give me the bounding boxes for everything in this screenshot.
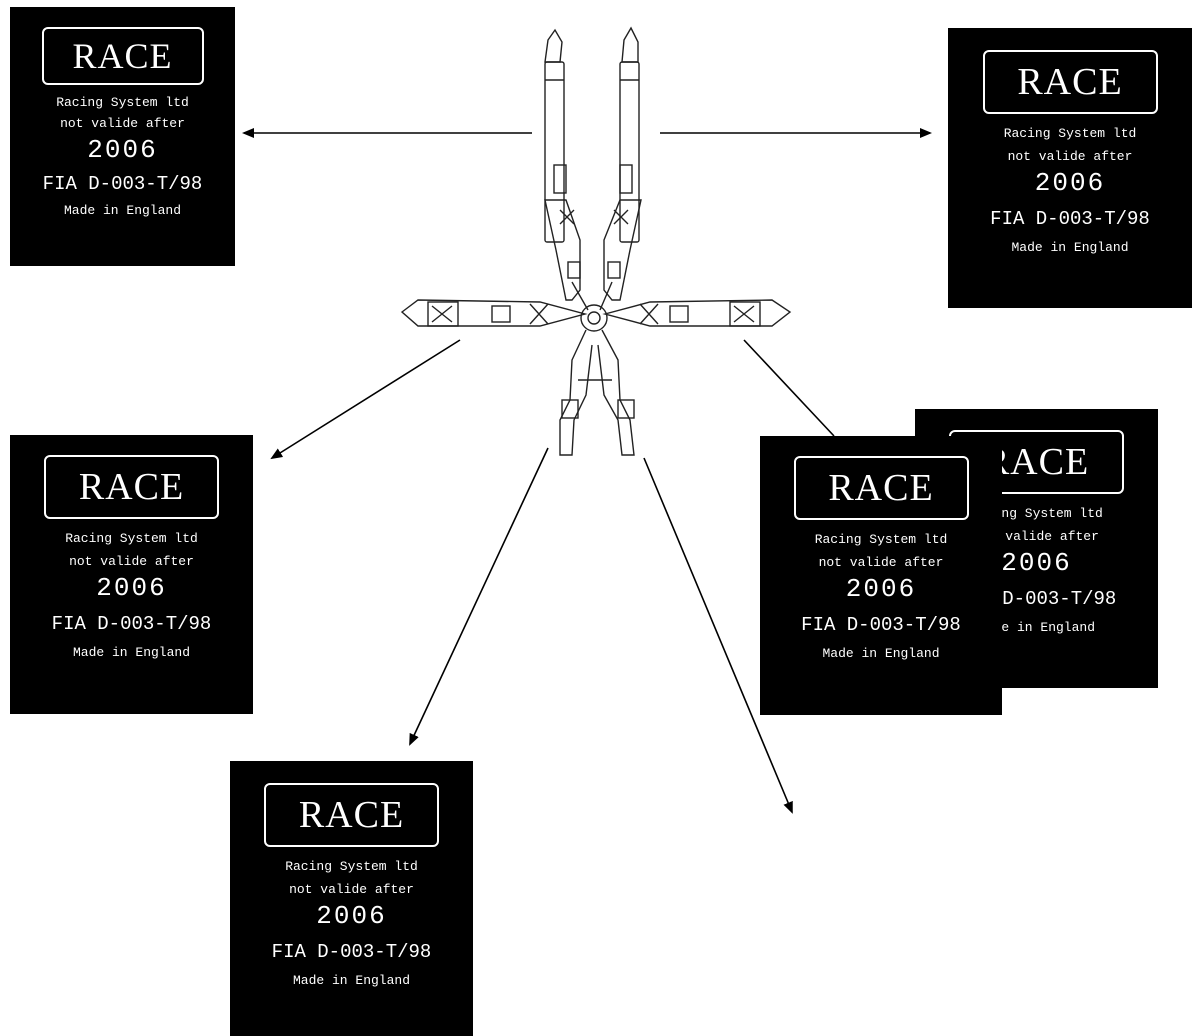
validity-text: not valide after xyxy=(818,555,944,570)
harness-illustration xyxy=(400,26,792,456)
brand-box: RACE xyxy=(41,27,204,85)
origin-text: Made in England xyxy=(292,973,411,988)
company-text: Racing System ltd xyxy=(285,859,418,874)
right-lap-label-front: RACE Racing System ltd not valide after … xyxy=(760,436,1002,715)
brand-box: RACE xyxy=(793,456,969,520)
left-lap-label: RACE Racing System ltd not valide after … xyxy=(10,435,253,714)
arrow-to-crotch-right xyxy=(643,457,793,814)
year-text: 2006 xyxy=(87,135,158,165)
arrow-to-crotch-left-label xyxy=(409,447,549,746)
validity-text: not valide after xyxy=(289,882,414,897)
line-to-right-lap-label xyxy=(743,339,835,437)
certification-text: FIA D-003-T/98 xyxy=(42,173,203,195)
origin-text: Made in England xyxy=(822,646,940,661)
brand-box: RACE xyxy=(44,455,219,519)
origin-text: Made in England xyxy=(63,203,182,218)
brand-box: RACE xyxy=(982,50,1158,114)
crotch-straps xyxy=(559,329,635,456)
central-buckle xyxy=(580,304,608,332)
brand-text: RACE xyxy=(78,466,185,508)
validity-text: not valide after xyxy=(974,529,1099,544)
brand-box: RACE xyxy=(264,783,439,847)
left-shoulder-strap xyxy=(544,28,589,311)
year-text: 2006 xyxy=(96,573,167,603)
validity-text: not valide after xyxy=(1007,149,1133,164)
origin-text: Made in England xyxy=(72,645,191,660)
brand-text: RACE xyxy=(1017,61,1123,103)
year-text: 2006 xyxy=(1034,168,1106,198)
arrow-to-left-lap-label xyxy=(270,339,461,460)
company-text: Racing System ltd xyxy=(970,506,1103,521)
crotch-left-label: RACE Racing System ltd not valide after … xyxy=(230,761,473,1036)
brand-text: RACE xyxy=(72,36,173,76)
certification-text: FIA D-003-T/98 xyxy=(51,613,212,635)
left-shoulder-label: RACE Racing System ltd not valide after … xyxy=(10,7,235,266)
certification-text: FIA D-003-T/98 xyxy=(801,614,961,636)
arrows xyxy=(242,128,932,814)
brand-text: RACE xyxy=(828,467,934,509)
brand-text: RACE xyxy=(298,794,405,836)
left-lap-strap xyxy=(400,299,588,327)
origin-text: Made in England xyxy=(977,620,1096,635)
right-lap-strap xyxy=(602,299,792,327)
company-text: Racing System ltd xyxy=(65,531,198,546)
certification-text: FIA D-003-T/98 xyxy=(990,208,1150,230)
right-shoulder-label: RACE Racing System ltd not valide after … xyxy=(948,28,1192,308)
origin-text: Made in England xyxy=(1011,240,1129,255)
company-text: Racing System ltd xyxy=(1003,126,1137,141)
validity-text: not valide after xyxy=(60,116,185,131)
year-text: 2006 xyxy=(1001,548,1072,578)
certification-text: FIA D-003-T/98 xyxy=(271,941,432,963)
year-text: 2006 xyxy=(316,901,387,931)
year-text: 2006 xyxy=(845,574,917,604)
company-text: Racing System ltd xyxy=(56,95,189,110)
right-shoulder-strap xyxy=(599,26,642,311)
validity-text: not valide after xyxy=(69,554,194,569)
company-text: Racing System ltd xyxy=(814,532,948,547)
